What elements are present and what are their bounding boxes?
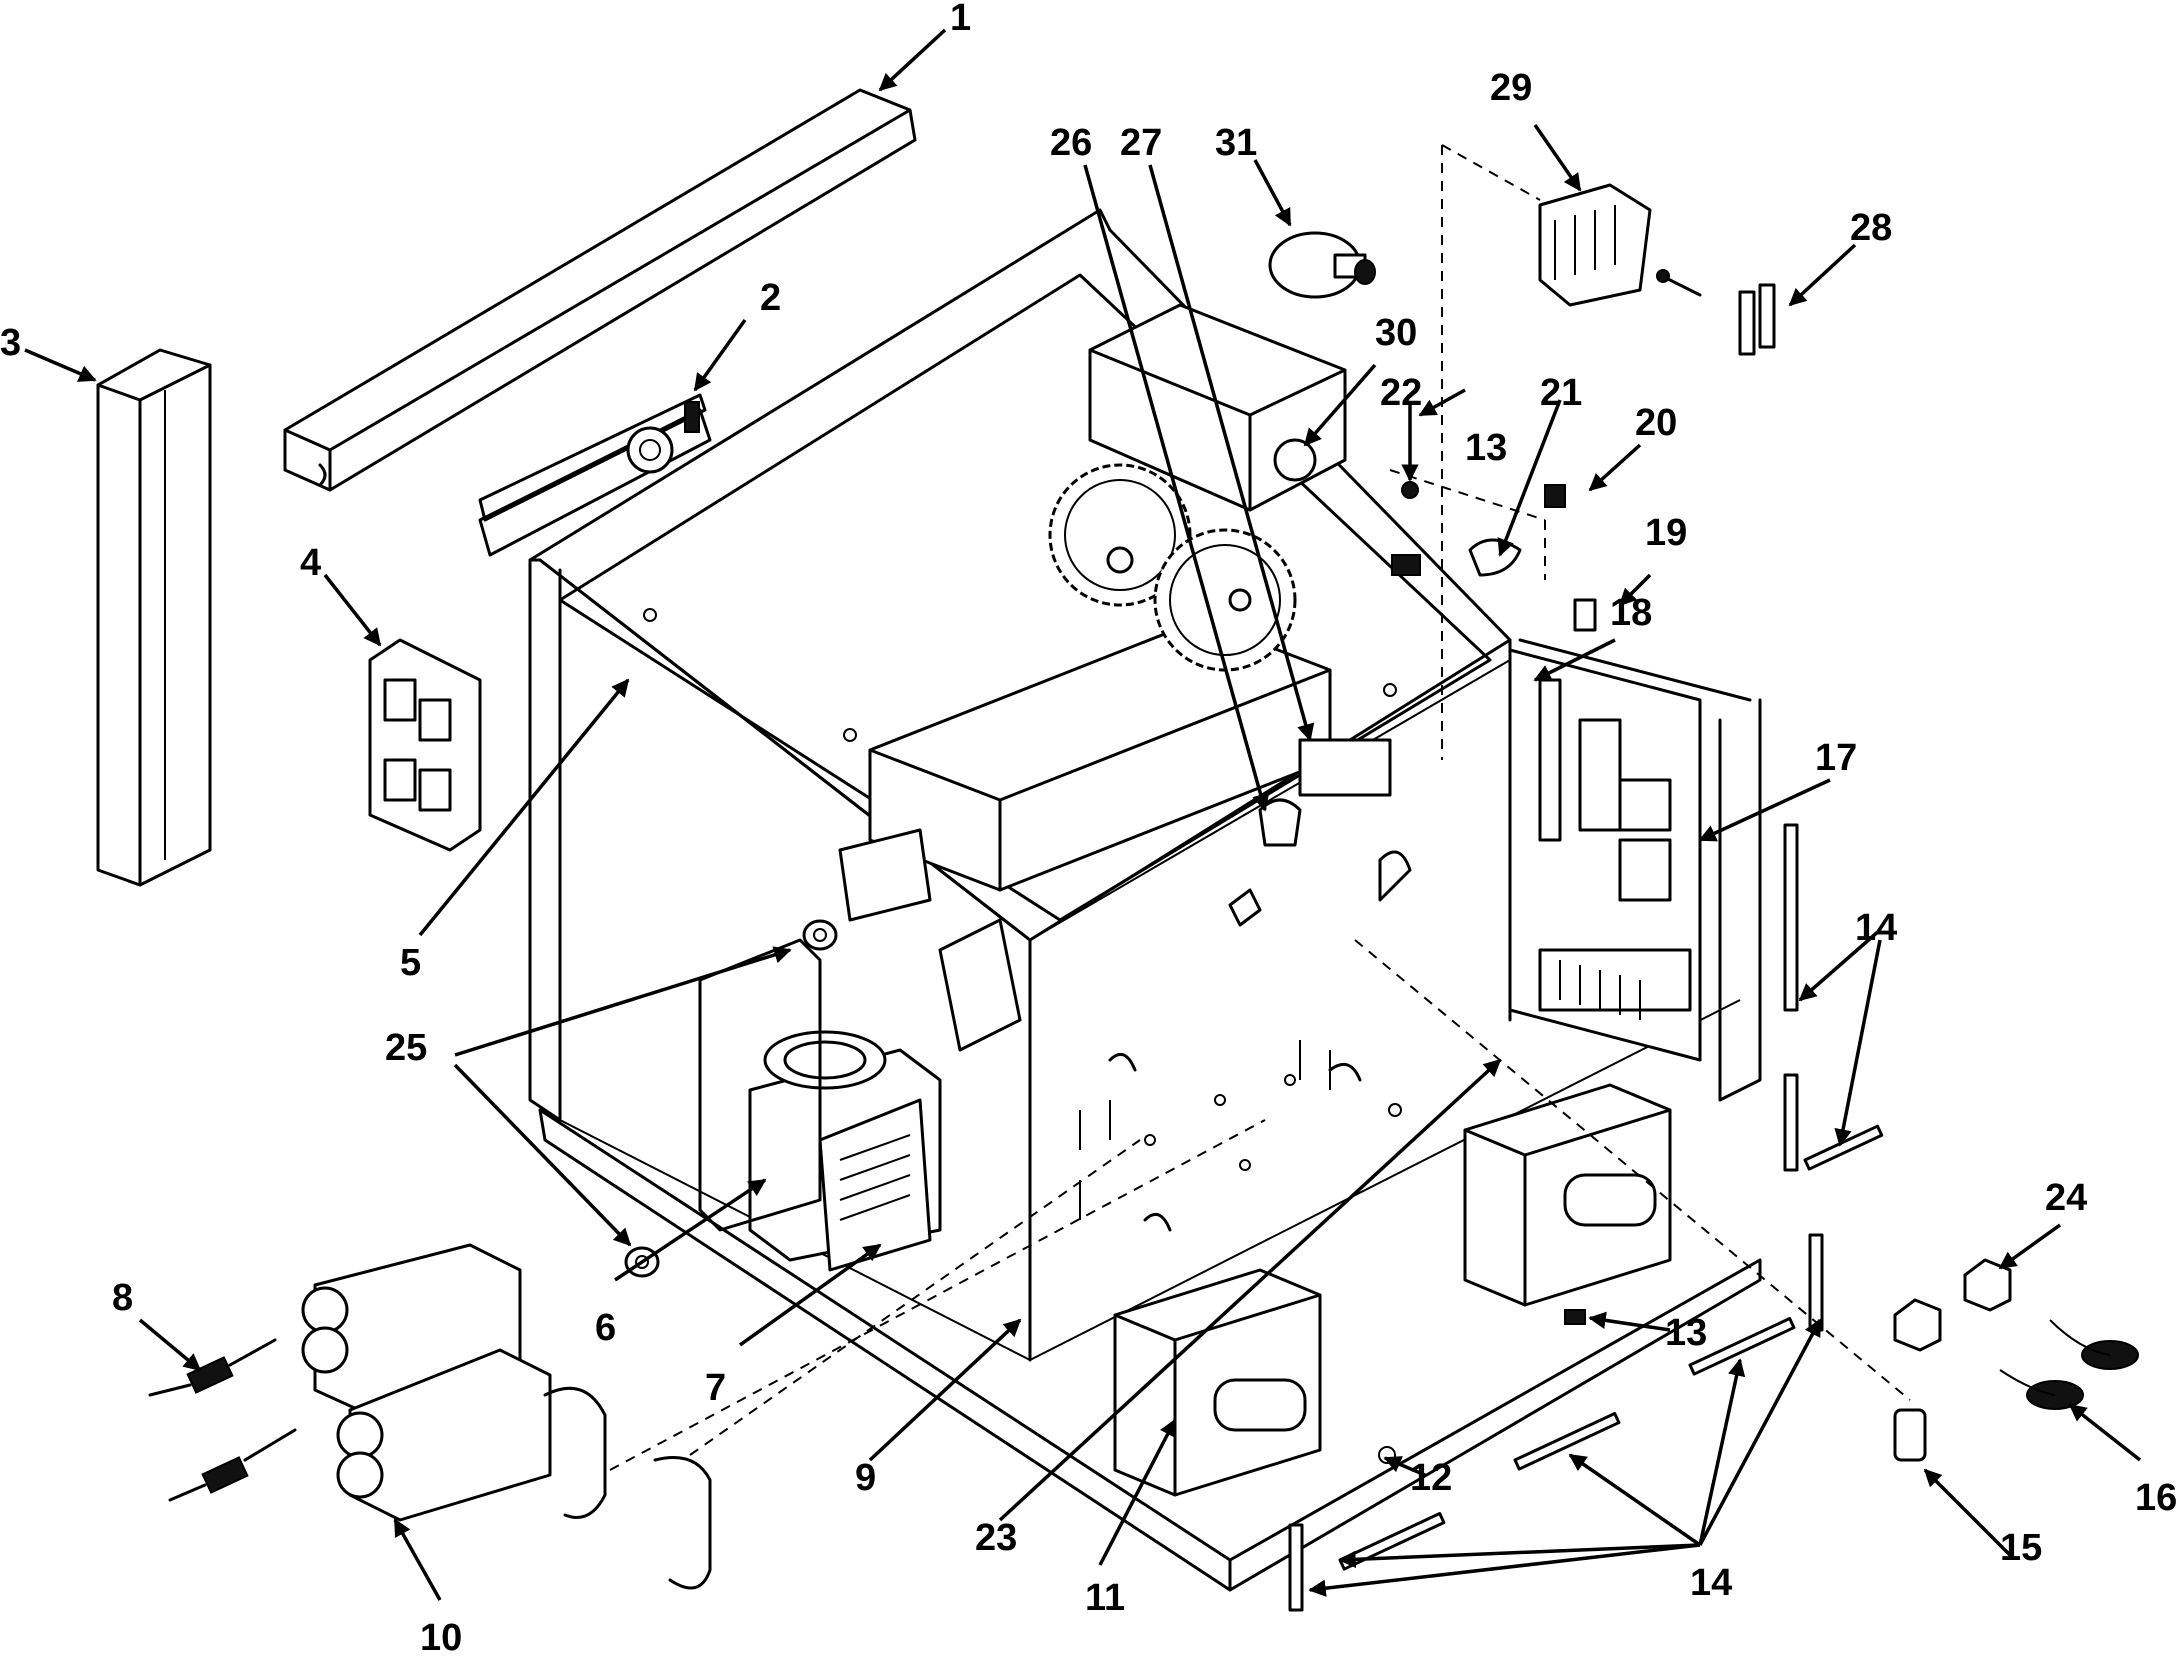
part-4-switch-bracket [368,638,482,852]
waveguide-box [838,618,1332,1052]
part-17-circuit-board [1508,648,1702,1062]
callout-5: 5 [400,942,421,984]
callout-6: 6 [595,1307,616,1349]
callout-19: 19 [1645,512,1687,554]
callout-10: 10 [420,1617,462,1659]
part-1-top-cover [283,88,917,492]
callout-25: 25 [385,1027,427,1069]
part-28-fuses [1738,283,1776,356]
part-24-outlet [1893,1258,2012,1352]
callout-18: 18 [1610,592,1652,634]
part-29-terminal-block [1538,183,1702,307]
part-31-lamp-bulb [1268,231,1376,299]
callout-21: 21 [1540,372,1582,414]
callout-28: 28 [1850,207,1892,249]
callout-14-bottom: 14 [1690,1562,1732,1604]
callout-31: 31 [1215,122,1257,164]
callout-3: 3 [0,322,21,364]
callout-26: 26 [1050,122,1092,164]
callout-15: 15 [2000,1527,2042,1569]
callout-7: 7 [705,1367,726,1409]
part-11-transformer [1113,1268,1322,1497]
callout-11: 11 [1085,1577,1125,1619]
callout-13-top: 13 [1465,427,1507,469]
callout-30: 30 [1375,312,1417,354]
callout-9: 9 [855,1457,876,1499]
callout-27: 27 [1120,122,1162,164]
callout-13-bottom: 13 [1665,1312,1707,1354]
callout-4: 4 [300,542,321,584]
part-3-side-trim [96,348,212,887]
part-16-wire-harness [1999,1319,2139,1410]
part-15-clip [1893,1408,1927,1462]
callout-2: 2 [760,277,781,319]
chassis-frame [528,208,1762,1592]
callout-20: 20 [1635,402,1677,444]
callout-14-right: 14 [1855,907,1897,949]
callout-29: 29 [1490,67,1532,109]
magnetron-assembly [698,938,942,1272]
part-2-control-board [478,393,712,557]
part-10-capacitors [301,1243,712,1590]
callout-8: 8 [112,1277,133,1319]
part-8-resistor [148,1338,297,1502]
leader-arrows [24,28,2142,1601]
callout-23: 23 [975,1517,1017,1559]
callout-22: 22 [1380,372,1422,414]
callout-12: 12 [1410,1457,1452,1499]
callout-24: 24 [2045,1177,2087,1219]
callout-1: 1 [950,0,971,39]
part-23-transformer [1463,1083,1672,1307]
callout-16: 16 [2135,1477,2177,1519]
small-hardware [624,481,1597,1464]
callout-17: 17 [1815,737,1857,779]
